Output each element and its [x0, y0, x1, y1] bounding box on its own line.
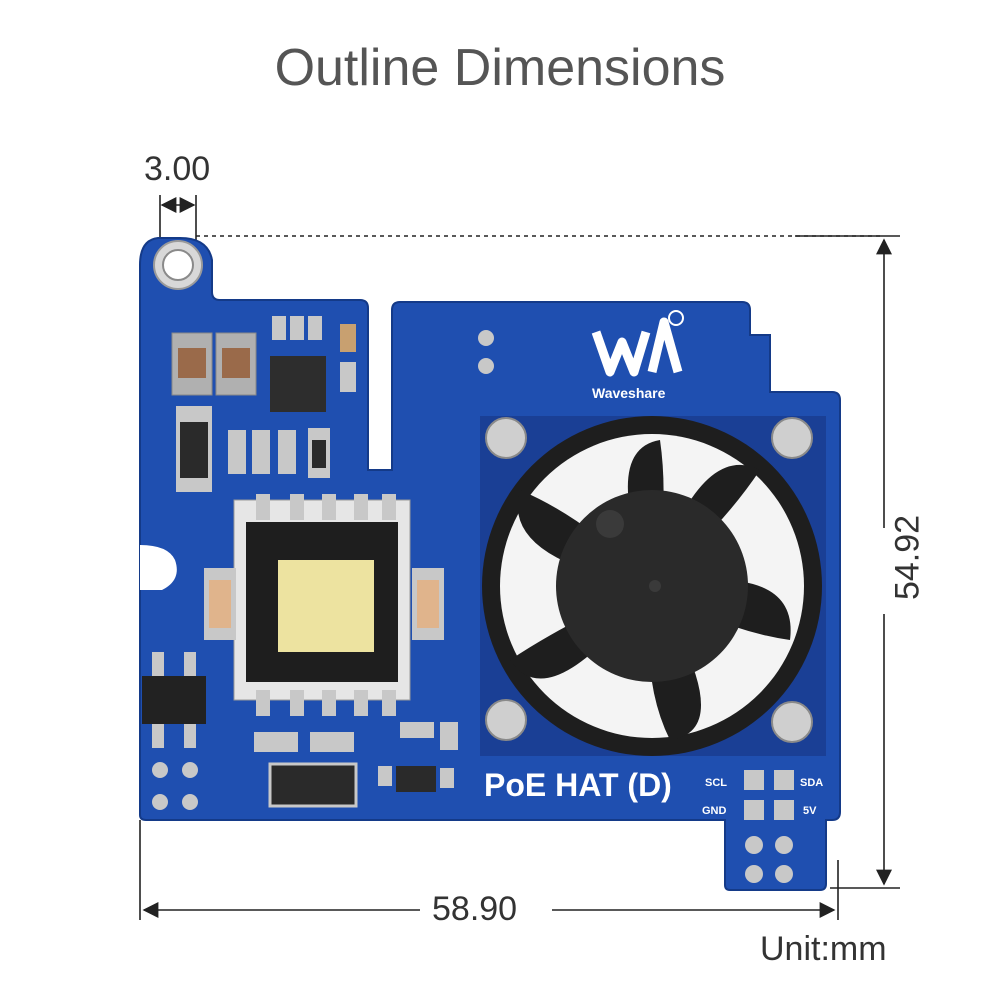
- resistor-b: [290, 316, 304, 340]
- board-name: PoE HAT (D): [484, 767, 672, 803]
- mount-hole: [162, 249, 194, 281]
- capacitor-2-body: [222, 348, 250, 378]
- page-title: Outline Dimensions: [274, 39, 726, 97]
- pin-label-sda: SDA: [800, 777, 823, 789]
- pin-label-5v: 5V: [803, 805, 817, 817]
- pin-label-gnd: GND: [702, 805, 727, 817]
- fan-screws: [485, 417, 813, 743]
- left-components: [171, 316, 356, 492]
- logo-mark-icon: [591, 330, 651, 377]
- transformer-pins-top: [256, 494, 396, 520]
- cap-small-1: [228, 430, 246, 474]
- screw-bl-icon: [485, 699, 527, 741]
- hole-offset-dimension: 3.00: [144, 150, 211, 188]
- transistor: [396, 766, 436, 792]
- board-notch: [140, 545, 177, 590]
- led-2: [478, 358, 494, 374]
- diode-body: [180, 422, 208, 478]
- side-cap-left-body: [209, 580, 231, 628]
- cooling-fan: [480, 416, 826, 756]
- schottky-diode: [268, 762, 358, 808]
- led-1: [478, 330, 494, 346]
- pin-header: [744, 770, 794, 883]
- pin-label-scl: SCL: [705, 777, 727, 789]
- bridge-rectifier: [142, 676, 206, 724]
- width-dimension: 58.90: [432, 890, 518, 928]
- capacitor-1-body: [178, 348, 206, 378]
- screw-tr-icon: [771, 417, 813, 459]
- unit-label: Unit:mm: [760, 930, 887, 968]
- transformer: [204, 494, 444, 716]
- brand-name: Waveshare: [592, 385, 666, 401]
- transformer-pins-bottom: [256, 690, 396, 716]
- cap-small-3: [278, 430, 296, 474]
- ic-chip: [270, 356, 326, 412]
- transformer-winding: [278, 560, 374, 652]
- waveshare-logo: Waveshare: [591, 310, 684, 401]
- screw-br-icon: [771, 701, 813, 743]
- resistor-d: [340, 324, 356, 352]
- side-cap-right-body: [417, 580, 439, 628]
- resistor-e: [340, 362, 356, 392]
- screw-tl-icon: [485, 417, 527, 459]
- registered-icon: [668, 310, 684, 326]
- resistor-c: [308, 316, 322, 340]
- bottom-left-components: [142, 652, 458, 810]
- resistor-a: [272, 316, 286, 340]
- cap-small-4-body: [312, 440, 326, 468]
- cap-small-2: [252, 430, 270, 474]
